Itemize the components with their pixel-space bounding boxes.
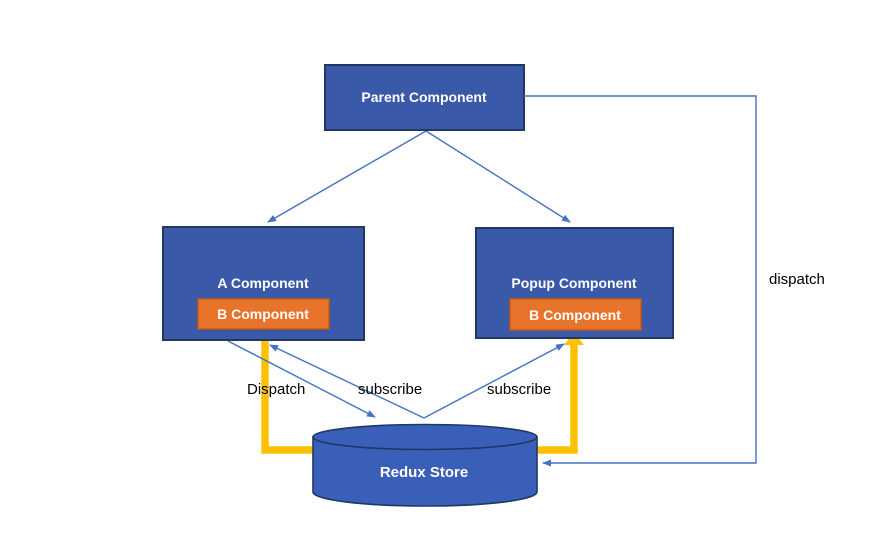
node-parent-component — [324, 64, 525, 131]
parent-component-label: Parent Component — [361, 89, 487, 105]
store-cylinder-body — [312, 436, 538, 507]
dispatch-right-label: dispatch — [769, 271, 825, 288]
redux-store-label: Redux Store — [380, 464, 468, 481]
edge-store-subscribe-to-popup — [423, 343, 565, 419]
a-component-label: A Component — [217, 275, 309, 291]
node-b-component-right — [509, 298, 642, 331]
edge-parent-dispatch-to-store — [524, 95, 757, 467]
edge-store-subscribe-to-a — [269, 344, 425, 419]
subscribe-right-label: subscribe — [487, 381, 551, 398]
dispatch-left-label: Dispatch — [247, 381, 305, 398]
edge-parent-to-a — [267, 130, 427, 223]
node-redux-store: Redux Store — [312, 423, 538, 507]
popup-component-label: Popup Component — [511, 275, 637, 291]
edge-a-dispatch-to-store — [227, 340, 376, 418]
edge-parent-to-popup — [425, 130, 571, 223]
node-b-component-left — [197, 298, 330, 330]
b-component-left-label: B Component — [217, 306, 309, 322]
b-component-right-label: B Component — [529, 307, 621, 323]
store-cylinder-top — [312, 423, 538, 451]
subscribe-left-label: subscribe — [358, 381, 422, 398]
